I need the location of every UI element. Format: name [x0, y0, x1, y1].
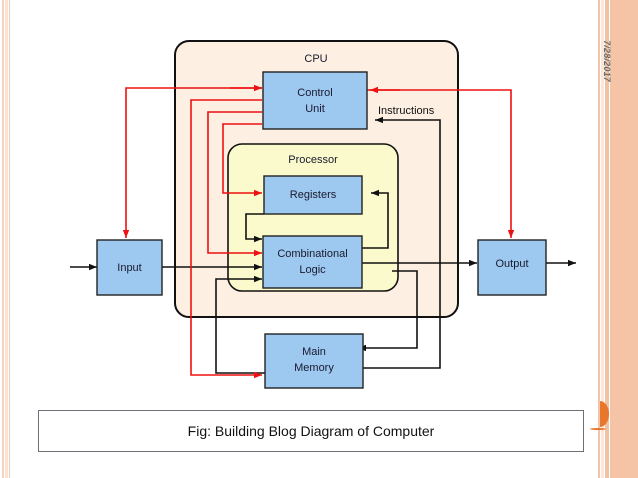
block-combinational-logic-label-line1: Combinational	[277, 248, 347, 260]
block-main-memory-label-line1: Main	[302, 346, 326, 358]
left-decorative-band	[0, 0, 12, 478]
right-band-stripe-3	[605, 0, 609, 478]
block-main-memory[interactable]: Main Memory	[264, 333, 364, 389]
control-wire-to-input	[122, 87, 262, 238]
block-control-unit[interactable]: Control Unit	[262, 71, 368, 130]
right-band-stripe-2	[601, 0, 604, 478]
block-combinational-logic-label-line2: Logic	[299, 264, 326, 276]
block-input-shape[interactable]	[96, 239, 163, 296]
control-wire-to-comblogic	[207, 111, 262, 257]
wire-mainmemory-instructions-to-control	[363, 116, 441, 369]
control-wire-to-mainmemory	[190, 99, 262, 379]
crescent-dash	[590, 428, 606, 430]
wire-comblogic-to-registers	[362, 189, 389, 249]
control-wire-to-registers	[222, 123, 262, 197]
cpu-label: CPU	[304, 53, 327, 65]
left-band-stripe-3	[9, 0, 10, 478]
block-combinational-logic[interactable]: Combinational Logic	[262, 235, 363, 289]
block-output[interactable]: Output	[477, 239, 547, 296]
processor-label: Processor	[288, 154, 338, 166]
right-decorative-band	[596, 0, 638, 478]
wire-registers-to-comblogic	[245, 213, 264, 243]
left-band-stripe-2	[5, 0, 8, 478]
wire-mainmemory-to-comblogic	[215, 275, 265, 374]
right-band-fill	[610, 0, 638, 478]
block-main-memory-shape[interactable]	[264, 333, 364, 389]
wire-comblogic-to-mainmemory	[358, 270, 418, 352]
block-control-unit-label-line1: Control	[297, 87, 332, 99]
block-main-memory-label-line2: Memory	[294, 362, 334, 374]
block-output-label: Output	[495, 258, 528, 270]
block-input[interactable]: Input	[96, 239, 163, 296]
block-input-label: Input	[117, 262, 141, 274]
block-registers-label: Registers	[290, 189, 337, 201]
block-registers[interactable]: Registers	[263, 175, 363, 215]
instructions-label: Instructions	[378, 105, 435, 117]
control-wire-to-output	[367, 89, 515, 238]
block-control-unit-label-line2: Unit	[305, 103, 325, 115]
block-control-unit-shape[interactable]	[262, 71, 368, 130]
right-band-stripe-1	[598, 0, 600, 478]
block-registers-shape[interactable]	[263, 175, 363, 215]
block-combinational-logic-shape[interactable]	[262, 235, 363, 289]
crescent-decoration-icon	[590, 401, 612, 430]
crescent-shape	[600, 401, 609, 427]
figure-caption-text: Fig: Building Blog Diagram of Computer	[187, 423, 435, 439]
block-output-shape[interactable]	[477, 239, 547, 296]
left-band-stripe-1	[2, 0, 4, 478]
figure-caption-box: Fig: Building Blog Diagram of Computer	[38, 410, 584, 452]
